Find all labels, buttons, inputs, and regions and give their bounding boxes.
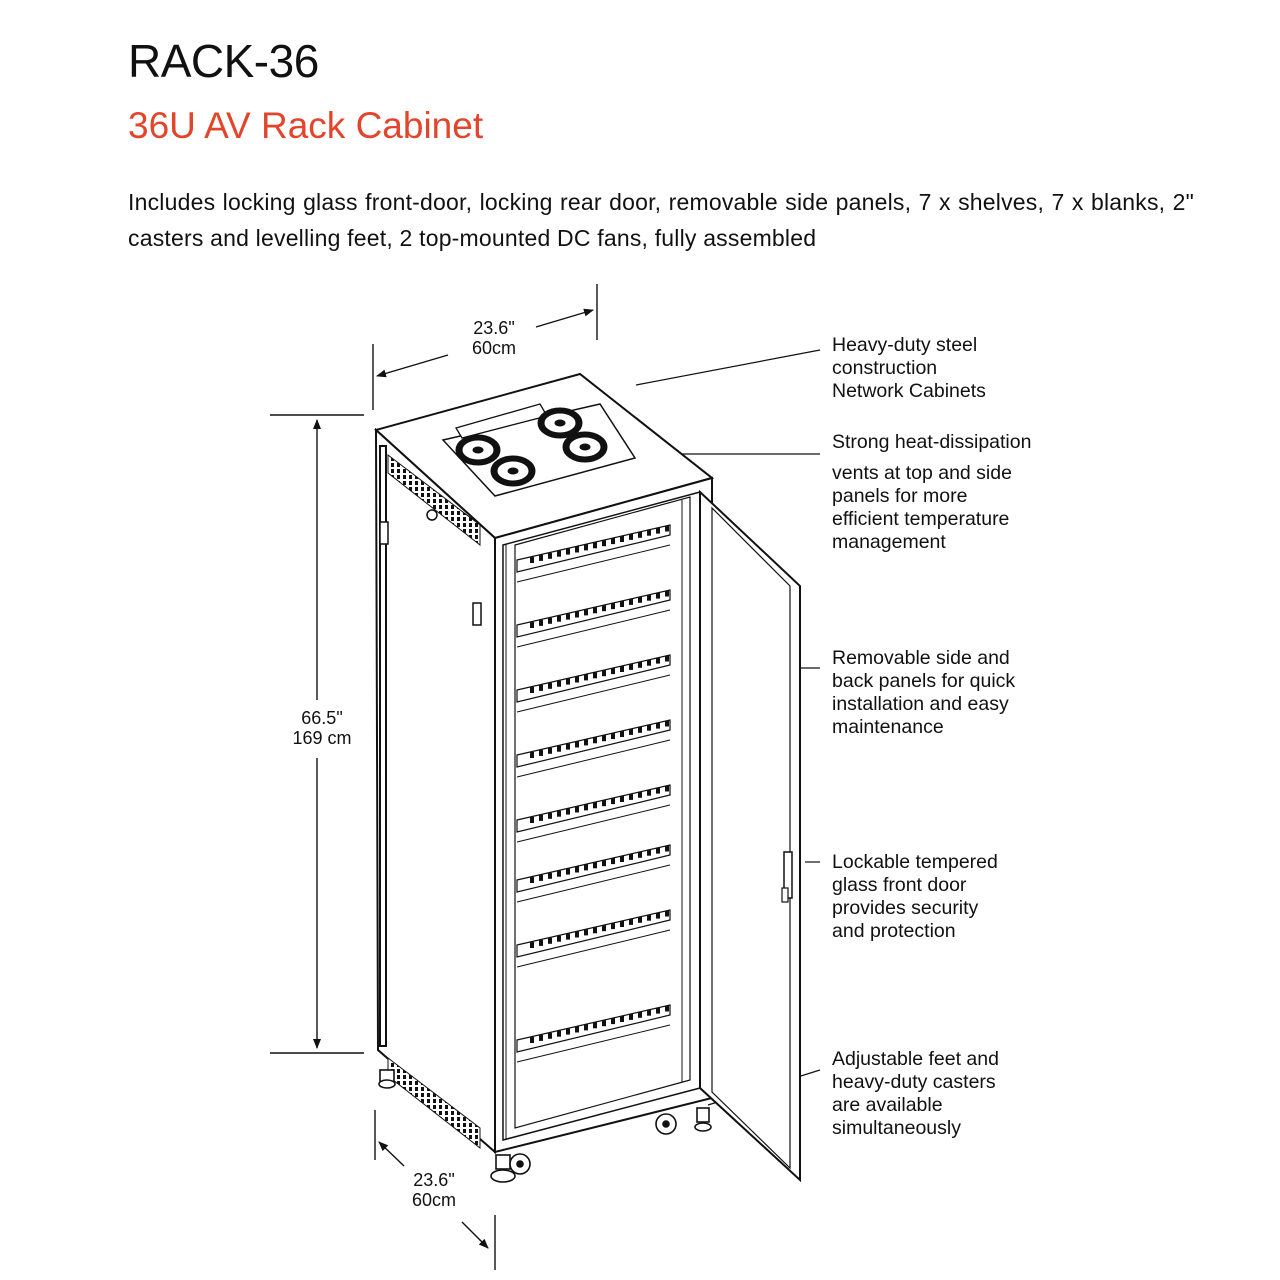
casters-and-feet (378, 1069, 712, 1183)
callout-feet-casters: Adjustable feet and heavy-duty casters a… (832, 1048, 999, 1139)
caster-icon (655, 1113, 677, 1135)
dimension-bottom-depth: 23.6" 60cm (411, 1170, 456, 1210)
fan-icon (455, 434, 501, 466)
fan-icon (537, 407, 583, 439)
fan-icon (490, 455, 536, 487)
shelf (516, 654, 671, 713)
fan-icon (562, 431, 608, 463)
product-description: Includes locking glass front-door, locki… (128, 189, 1194, 251)
shelf (516, 1004, 671, 1063)
callout-steel-construction: Heavy-duty steel construction Network Ca… (832, 334, 986, 402)
callout-heat-dissipation: Strong heat-dissipation vents at top and… (832, 431, 1032, 553)
shelf (516, 784, 671, 843)
top-fan-panel (441, 403, 637, 497)
callout-removable-panels: Removable side and back panels for quick… (832, 647, 1016, 738)
dimension-top-width: 23.6" 60cm (471, 318, 516, 358)
shelf (516, 909, 671, 968)
callout-glass-door: Lockable tempered glass front door provi… (832, 851, 998, 942)
product-subtitle: 36U AV Rack Cabinet (128, 105, 484, 146)
caster-icon (490, 1153, 531, 1183)
glass-front-door (699, 489, 801, 1183)
shelf (516, 719, 671, 778)
levelling-foot-icon (694, 1107, 712, 1132)
dimension-height: 66.5" 169 cm (292, 708, 352, 748)
shelf (516, 524, 671, 583)
shelf (516, 589, 671, 648)
cabinet-body (373, 372, 715, 1155)
shelf (516, 844, 671, 903)
levelling-foot-icon (378, 1069, 396, 1089)
product-title: RACK-36 (128, 35, 319, 87)
dimension-lines (270, 284, 598, 1270)
rack-shelves (516, 524, 671, 1063)
